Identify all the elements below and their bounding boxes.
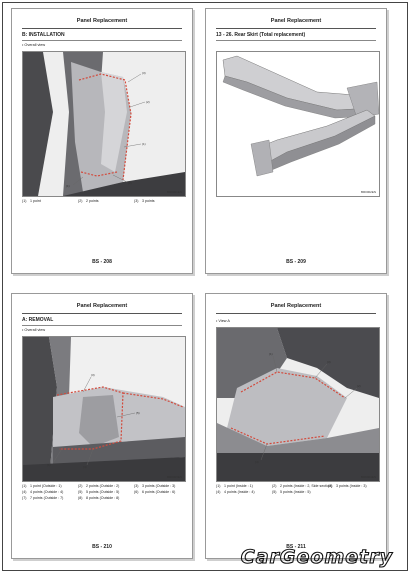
legend-key: (4) [216,490,221,494]
inner-panel-illustration: (1) (3) (2) (4) [217,328,379,481]
rear-skirt-figure: BR0002EN [216,51,380,197]
svg-text:(4): (4) [83,465,87,469]
legend-text: 6 points (Outside : 6) [142,490,176,494]
body-side-illustration: (3) (5) (1) (4) [23,337,185,481]
svg-text:(1): (1) [142,142,146,146]
svg-text:(2): (2) [146,100,150,104]
legend-key: (2) [272,484,277,488]
svg-text:(1): (1) [269,352,273,356]
legend-text: 5 points (Outside : 5) [86,490,120,494]
legend-key: (6) [134,490,139,494]
legend-text: 3 points (Inside : 3) [336,484,367,488]
page-header: Panel Replacement [22,303,182,314]
page-number: BS - 208 [92,259,112,265]
legend-text: 4 points (Inside : 4) [224,490,255,494]
page-header: Panel Replacement [22,18,182,29]
page-number: BS - 211 [286,544,306,550]
legend-key: (8) [78,496,83,500]
legend-key: (1) [216,484,221,488]
legend-key: (5) [272,490,277,494]
installation-figure: (3) (2) (1) (2) (1) BR0001EN [22,51,186,197]
legend-text: 2 points [86,199,99,203]
legend-text: 1 point [30,199,41,203]
legend-key: (3) [328,484,333,488]
section-divider [22,325,182,326]
legend-text: 7 points (Outside : 7) [30,496,64,500]
rear-skirt-illustration [217,52,379,196]
section-title: A: REMOVAL [22,317,54,323]
svg-text:(4): (4) [255,460,259,464]
section-title: 13 - 26. Rear Skirt (Total replacement) [216,32,306,38]
legend-key: (2) [78,484,83,488]
manual-page-1: Panel Replacement B: INSTALLATION • Over… [11,8,193,274]
page-header: Panel Replacement [216,18,376,29]
legend-key: (1) [22,199,27,203]
bullet-caption: • Overall view [22,328,46,332]
svg-text:(1): (1) [66,184,70,188]
svg-text:(3): (3) [142,71,146,75]
legend-key: (3) [134,484,139,488]
figure-code: BR0002EN [360,190,376,194]
section-divider [216,40,376,41]
section-divider [22,40,182,41]
legend-key: (1) [22,484,27,488]
legend-text: 3 points [142,199,155,203]
svg-text:(2): (2) [357,384,361,388]
view-a-figure: (1) (3) (2) (4) BR0004EN [216,327,380,482]
bullet-caption: • Overall view [22,43,46,47]
svg-text:(5): (5) [136,411,140,415]
section-title: B: INSTALLATION [22,32,65,38]
legend-key: (4) [22,490,27,494]
legend-key: (5) [78,490,83,494]
watermark-text: CarGeometry [241,546,394,568]
figure-code: BR0003EN [166,475,182,479]
page-number: BS - 210 [92,544,112,550]
legend-text: 5 points (Inside : 5) [280,490,311,494]
sheet-frame [2,2,408,571]
legend-text: 2 points (Outside : 2) [86,484,120,488]
cargeometry-watermark: CarGeometry [240,545,394,568]
removal-figure: (3) (5) (1) (4) BR0003EN [22,336,186,482]
svg-text:(1): (1) [47,463,51,467]
legend-text: 1 point (Inside : 1) [224,484,253,488]
legend-text: 3 points (Outside : 3) [142,484,176,488]
legend-text: 8 points (Outside : 8) [86,496,120,500]
manual-page-3: Panel Replacement A: REMOVAL • Overall v… [11,293,193,559]
manual-page-4: Panel Replacement • View A (1) (3) (2) (4)… [205,293,387,559]
manual-page-2: Panel Replacement 13 - 26. Rear Skirt (T… [205,8,387,274]
svg-text:(2): (2) [128,181,132,185]
svg-text:(3): (3) [91,373,95,377]
figure-code: BR0001EN [166,190,182,194]
legend-text: 1 point (Outside : 1) [30,484,62,488]
bullet-caption: • View A [216,319,230,323]
legend-key: (3) [134,199,139,203]
page-number: BS - 209 [286,259,306,265]
page-header: Panel Replacement [216,303,376,314]
svg-text:(3): (3) [327,360,331,364]
legend-key: (7) [22,496,27,500]
legend-key: (2) [78,199,83,203]
legend-text: 4 points (Outside : 4) [30,490,64,494]
legend-text: 2 points (Inside : 2, Side section) [280,484,333,488]
figure-code: BR0004EN [360,475,376,479]
pillar-illustration: (3) (2) (1) (2) (1) [23,52,185,196]
